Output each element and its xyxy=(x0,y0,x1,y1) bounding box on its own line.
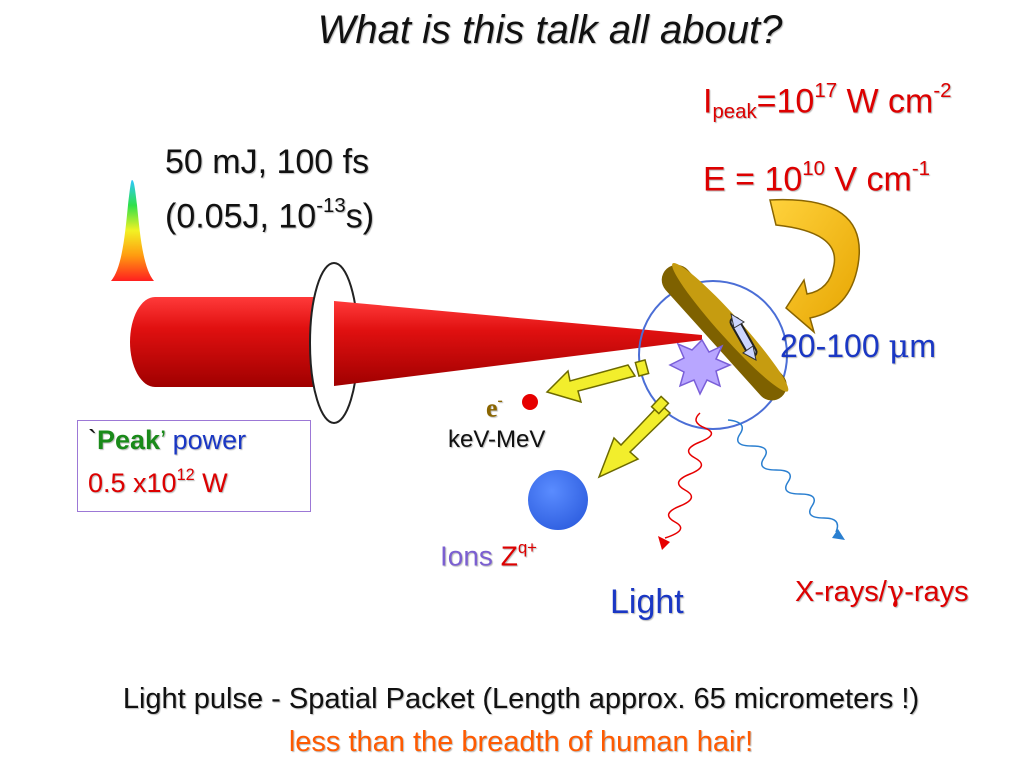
xrays-prefix: X-rays/ xyxy=(795,576,887,608)
peak-value-unit: W xyxy=(195,468,228,498)
peak-word: Peak xyxy=(97,425,160,455)
field-exponent: 10 xyxy=(802,158,825,180)
thickness-mu: μ xyxy=(889,327,910,365)
thickness-prefix: 20-100 xyxy=(780,328,889,364)
ions-label: Ions Zq+ xyxy=(440,538,537,573)
light-arrowhead xyxy=(658,536,670,550)
target-foil xyxy=(656,256,796,407)
ion-arrow xyxy=(599,404,670,477)
pulse-parameters: 50 mJ, 100 fs (0.05J, 10-13s) xyxy=(165,140,374,238)
thickness-unit: m xyxy=(909,328,936,364)
pulse-si-prefix: (0.05J, 10 xyxy=(165,197,316,235)
xrays-gamma: γ xyxy=(887,574,904,608)
intensity-unit-exponent: -2 xyxy=(933,80,951,102)
peak-intensity: Ipeak=1017 W cm-2 xyxy=(703,80,952,124)
xray-wave xyxy=(728,420,838,532)
peak-quote-open: ` xyxy=(88,425,97,455)
peak-power-label: `Peak’ power xyxy=(88,425,246,456)
ions-word: Ions xyxy=(440,541,501,572)
pulse-energy-duration: 50 mJ, 100 fs xyxy=(165,140,374,184)
field-prefix: E = 10 xyxy=(703,160,802,198)
xrays-suffix: -rays xyxy=(904,576,968,608)
pulse-si-exponent: -13 xyxy=(316,195,345,217)
pulse-si-suffix: s) xyxy=(346,197,374,235)
field-unit: V cm xyxy=(825,160,912,198)
caption-line-2: less than the breadth of human hair! xyxy=(0,726,1024,759)
light-wave xyxy=(665,413,711,538)
intensity-exponent: 17 xyxy=(814,80,837,102)
electron-energy: keV-MeV xyxy=(448,426,545,454)
ions-z: Z xyxy=(501,541,518,572)
electron-charge: - xyxy=(498,392,503,409)
target-thickness: 20-100 μm xyxy=(780,327,936,365)
laser-beam-cylinder xyxy=(130,297,326,387)
power-word: power xyxy=(165,425,246,455)
ion-ball xyxy=(528,470,588,530)
electron-label: e- xyxy=(486,392,503,424)
intensity-equals: =10 xyxy=(757,82,815,120)
electron-symbol: e xyxy=(486,394,498,423)
xray-arrowhead xyxy=(832,529,845,540)
curved-arrow xyxy=(770,200,859,332)
peak-value-prefix: 0.5 x10 xyxy=(88,468,177,498)
xrays-label: X-rays/γ-rays xyxy=(795,574,969,609)
intensity-subscript: peak xyxy=(712,101,756,123)
plasma-burst-icon xyxy=(670,340,730,394)
peak-value-exponent: 12 xyxy=(177,466,195,484)
caption-line-1: Light pulse - Spatial Packet (Length app… xyxy=(0,683,1024,716)
light-label: Light xyxy=(610,583,684,622)
electric-field: E = 1010 V cm-1 xyxy=(703,158,930,199)
pulse-energy-si: (0.05J, 10-13s) xyxy=(165,184,374,238)
electron-arrow xyxy=(547,365,635,402)
slide-title: What is this talk all about? xyxy=(0,8,1024,53)
peak-power-value: 0.5 x1012 W xyxy=(88,466,228,499)
spectrum-icon xyxy=(111,180,154,281)
electron-dot xyxy=(522,394,538,410)
electron-arrow-tail xyxy=(635,360,648,376)
field-unit-exponent: -1 xyxy=(912,158,930,180)
intensity-unit: W cm xyxy=(837,82,933,120)
ions-charge: q+ xyxy=(518,538,537,557)
